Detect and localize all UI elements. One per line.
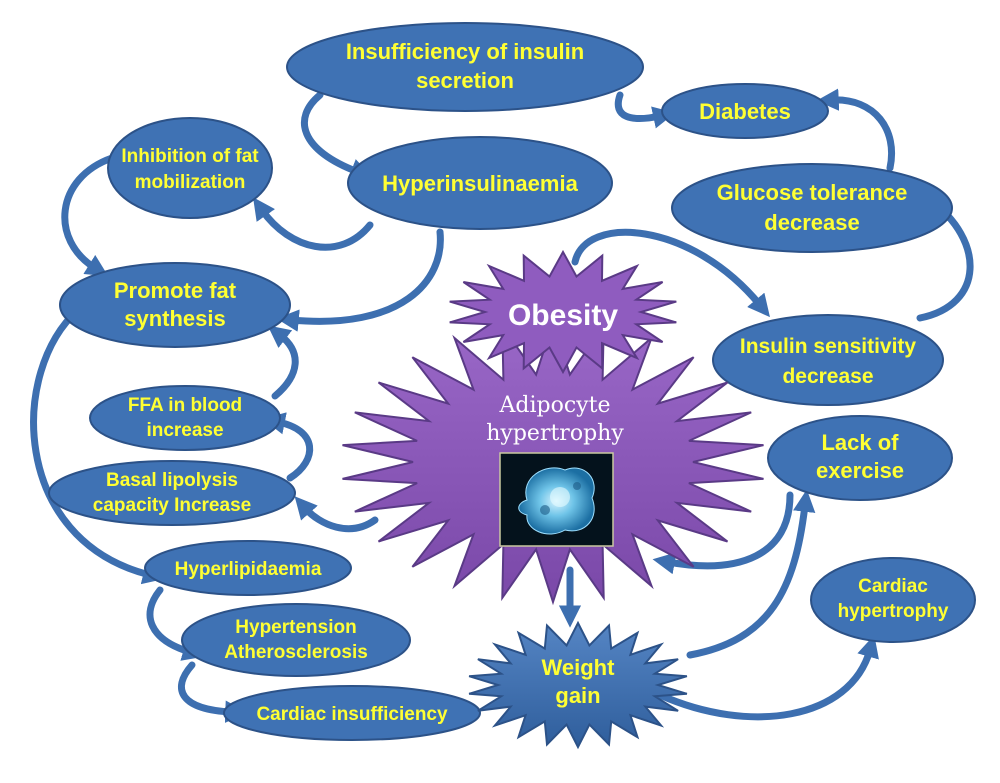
arrow-hypertension-to-cardiac-insufficiency	[178, 661, 248, 723]
node-lack-exercise-line1: Lack of	[821, 430, 899, 455]
arrow-secretion-to-hyperinsulinaemia	[301, 91, 373, 181]
node-hypertension: Hypertension Atherosclerosis	[181, 603, 411, 677]
arrow-adipocyte-to-basal	[294, 496, 379, 533]
node-cardiac-insufficiency-shape	[223, 685, 481, 741]
node-diabetes-shape	[661, 83, 829, 139]
adipocyte-cell-image	[499, 452, 614, 547]
weight-gain-line2: gain	[555, 683, 600, 708]
obesity-star	[449, 249, 677, 375]
weight-gain-line1: Weight	[542, 655, 616, 680]
arrow-basal-to-ffa	[262, 412, 314, 482]
node-insulin-sensitivity-shape	[712, 314, 944, 406]
adipocyte-star-group: Adipocyte hypertrophy	[342, 318, 764, 606]
node-insulin-secretion-line1: Insufficiency of insulin	[346, 39, 584, 64]
adipocyte-label-line1: Adipocyte	[499, 393, 611, 418]
node-glucose-line2: decrease	[764, 210, 859, 235]
cell-spot-b	[573, 482, 581, 490]
node-insulin-sensitivity-line1: Insulin sensitivity	[740, 335, 917, 358]
node-promote: Promote fat synthesis	[59, 262, 291, 348]
node-hyperinsulinaemia-line1: Hyperinsulinaemia	[382, 171, 578, 196]
node-inhibition-shape	[107, 117, 273, 219]
weight-gain-star-group: Weight gain	[468, 620, 688, 750]
node-basal-shape	[48, 460, 296, 526]
node-cardiac-insufficiency-line1: Cardiac insufficiency	[256, 704, 448, 725]
node-cardiac-insufficiency: Cardiac insufficiency	[223, 685, 481, 741]
node-insulin-secretion-shape	[286, 22, 644, 112]
node-basal: Basal lipolysis capacity Increase	[48, 460, 296, 526]
node-hyperlipidaemia-shape	[144, 540, 352, 596]
node-basal-line2: capacity Increase	[93, 495, 251, 516]
node-lack-exercise-shape	[767, 415, 953, 501]
obesity-label: Obesity	[508, 299, 618, 332]
node-hypertension-line1: Hypertension	[235, 617, 356, 638]
node-insulin-sensitivity: Insulin sensitivity decrease	[712, 314, 944, 406]
node-ffa-line2: increase	[146, 420, 223, 441]
connector-group	[30, 88, 974, 723]
node-ffa: FFA in blood increase	[89, 385, 281, 451]
node-inhibition-line2: mobilization	[135, 172, 246, 193]
obesity-star-group: Obesity	[449, 249, 677, 375]
node-promote-line1: Promote fat	[114, 278, 237, 303]
node-glucose: Glucose tolerance decrease	[671, 163, 953, 253]
node-diabetes: Diabetes	[661, 83, 829, 139]
node-glucose-line1: Glucose tolerance	[717, 180, 908, 205]
node-lack-exercise-line2: exercise	[816, 458, 904, 483]
node-ffa-line1: FFA in blood	[128, 395, 242, 416]
node-cardiac-hypertrophy-line2: hypertrophy	[838, 601, 949, 622]
node-insulin-secretion-line2: secretion	[416, 68, 514, 93]
node-hypertension-shape	[181, 603, 411, 677]
arrow-obesity-to-insulin-sensitivity	[571, 228, 770, 318]
arrow-weight-to-lack-exercise	[686, 489, 816, 659]
node-insulin-secretion: Insufficiency of insulin secretion	[286, 22, 644, 112]
arrow-glucose-to-diabetes	[816, 88, 895, 172]
cell-spot-a	[540, 505, 550, 515]
node-hyperinsulinaemia-shape	[347, 136, 613, 230]
node-cardiac-hypertrophy: Cardiac hypertrophy	[810, 557, 976, 643]
node-cardiac-hypertrophy-line1: Cardiac	[858, 576, 928, 597]
node-inhibition: Inhibition of fat mobilization	[107, 117, 273, 219]
arrow-ffa-to-promote	[267, 325, 299, 400]
node-inhibition-line1: Inhibition of fat	[121, 146, 259, 167]
node-hyperlipidaemia-line1: Hyperlipidaemia	[175, 559, 322, 580]
node-hypertension-line2: Atherosclerosis	[224, 642, 368, 663]
arrow-inhibition-to-promote	[61, 154, 116, 277]
node-promote-shape	[59, 262, 291, 348]
adipocyte-label-line2: hypertrophy	[486, 421, 624, 446]
arrow-secretion-to-diabetes	[614, 91, 676, 129]
arrow-hyperinsulinaemia-to-inhibition	[252, 197, 374, 251]
node-cardiac-hypertrophy-shape	[810, 557, 976, 643]
node-lack-exercise: Lack of exercise	[767, 415, 953, 501]
node-insulin-sensitivity-line2: decrease	[782, 365, 873, 388]
node-hyperlipidaemia: Hyperlipidaemia	[144, 540, 352, 596]
arrow-hyperinsulinaemia-to-promote	[276, 228, 444, 332]
node-basal-line1: Basal lipolysis	[106, 470, 238, 491]
node-ffa-shape	[89, 385, 281, 451]
node-promote-line2: synthesis	[124, 306, 226, 331]
weight-gain-star	[468, 620, 688, 750]
arrow-weight-to-cardiac-hypertrophy	[656, 634, 879, 721]
node-hyperinsulinaemia: Hyperinsulinaemia	[347, 136, 613, 230]
arrow-promote-to-hyperlipidaemia	[30, 306, 166, 585]
node-diabetes-line1: Diabetes	[699, 99, 791, 124]
node-glucose-shape	[671, 163, 953, 253]
arrow-hyperlipidaemia-to-hypertension	[146, 586, 206, 661]
cell-highlight	[550, 487, 570, 507]
